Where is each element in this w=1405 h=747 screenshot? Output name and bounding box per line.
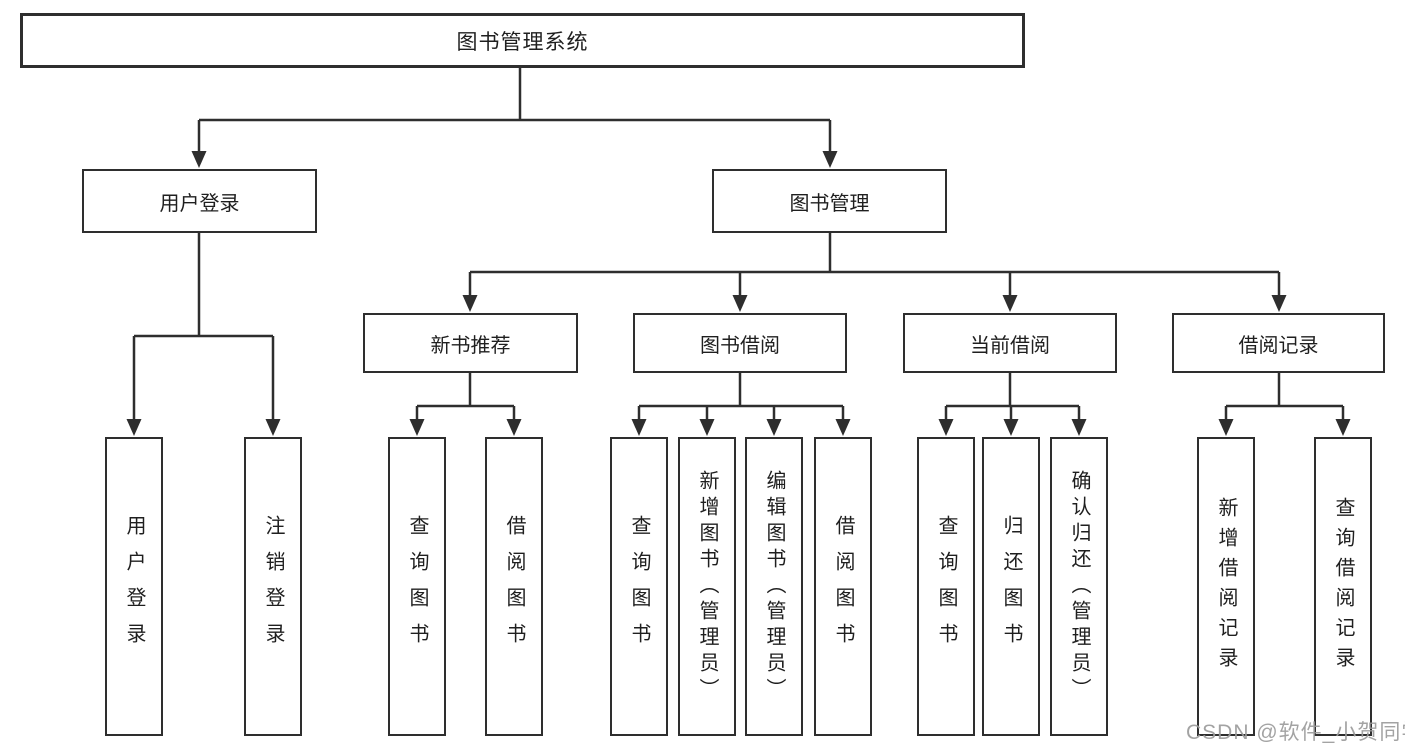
leaf-confirm-return-admin: 确认归还（管理员） [1050, 437, 1108, 736]
connector-newbooks-to-leaves [415, 373, 516, 422]
node-new-books: 新书推荐 [363, 313, 578, 373]
leaf-query-borrow-record-label: 查询借阅记录 [1332, 496, 1354, 677]
arrow-down-icon [409, 419, 425, 436]
leaf-logout-login: 注销登录 [244, 437, 302, 736]
arrowheads [126, 151, 1351, 436]
connector-root-to-level2 [197, 68, 832, 154]
leaf-return-books-label: 归还图书 [1000, 514, 1022, 659]
leaf-query-books-newbooks: 查询图书 [388, 437, 446, 736]
leaf-query-books-borrow-label: 查询图书 [628, 514, 650, 659]
arrow-down-icon [732, 295, 748, 312]
leaf-query-borrow-record: 查询借阅记录 [1314, 437, 1372, 736]
arrow-down-icon [699, 419, 715, 436]
arrow-down-icon [462, 295, 478, 312]
connector-borrow-to-leaves [637, 373, 845, 422]
leaf-query-books-borrow: 查询图书 [610, 437, 668, 736]
node-new-books-label: 新书推荐 [430, 334, 511, 357]
leaf-user-login-label: 用户登录 [123, 514, 145, 659]
leaf-borrow-books-borrow-label: 借阅图书 [832, 514, 854, 659]
arrow-down-icon [1271, 295, 1287, 312]
leaf-logout-login-label: 注销登录 [262, 514, 284, 659]
leaf-return-books: 归还图书 [982, 437, 1040, 736]
arrow-down-icon [506, 419, 522, 436]
arrow-down-icon [1071, 419, 1087, 436]
arrow-down-icon [265, 419, 281, 436]
arrow-down-icon [1003, 419, 1019, 436]
leaf-add-books-admin: 新增图书（管理员） [678, 437, 736, 736]
arrow-down-icon [766, 419, 782, 436]
connector-current-to-leaves [944, 373, 1081, 422]
leaf-borrow-books-newbooks: 借阅图书 [485, 437, 543, 736]
arrow-down-icon [835, 419, 851, 436]
leaf-query-books-current: 查询图书 [917, 437, 975, 736]
leaf-user-login: 用户登录 [105, 437, 163, 736]
arrow-down-icon [1218, 419, 1234, 436]
leaf-borrow-books-newbooks-label: 借阅图书 [503, 514, 525, 659]
node-book-borrow-label: 图书借阅 [700, 334, 780, 357]
arrow-down-icon [938, 419, 954, 436]
arrow-down-icon [191, 151, 207, 168]
node-root-label: 图书管理系统 [456, 30, 589, 54]
leaf-add-books-admin-label: 新增图书（管理员） [696, 469, 718, 704]
leaf-query-books-newbooks-label: 查询图书 [406, 514, 428, 659]
leaf-edit-books-admin: 编辑图书（管理员） [745, 437, 803, 736]
arrow-down-icon [822, 151, 838, 168]
arrow-down-icon [126, 419, 142, 436]
connector-bookmgmt-to-level3 [468, 233, 1281, 297]
watermark-text: CSDN @软件_小贺同学 [1186, 721, 1405, 744]
node-book-borrow: 图书借阅 [633, 313, 847, 373]
leaf-add-borrow-record-label: 新增借阅记录 [1215, 496, 1237, 677]
node-borrow-records-label: 借阅记录 [1238, 334, 1319, 357]
node-current-borrow-label: 当前借阅 [970, 334, 1050, 357]
node-book-management-label: 图书管理 [789, 192, 870, 215]
leaf-confirm-return-admin-label: 确认归还（管理员） [1068, 469, 1090, 704]
leaf-borrow-books-borrow: 借阅图书 [814, 437, 872, 736]
arrow-down-icon [631, 419, 647, 436]
node-user-login-label: 用户登录 [159, 192, 240, 215]
leaf-query-books-current-label: 查询图书 [935, 514, 957, 659]
leaf-add-borrow-record: 新增借阅记录 [1197, 437, 1255, 736]
node-root: 图书管理系统 [20, 13, 1025, 68]
arrow-down-icon [1002, 295, 1018, 312]
connector-records-to-leaves [1224, 373, 1345, 422]
node-user-login: 用户登录 [82, 169, 317, 233]
node-current-borrow: 当前借阅 [903, 313, 1117, 373]
arrow-down-icon [1335, 419, 1351, 436]
leaf-edit-books-admin-label: 编辑图书（管理员） [763, 469, 785, 704]
connector-userlogin-to-leaves [132, 233, 275, 422]
node-borrow-records: 借阅记录 [1172, 313, 1385, 373]
node-book-management: 图书管理 [712, 169, 947, 233]
